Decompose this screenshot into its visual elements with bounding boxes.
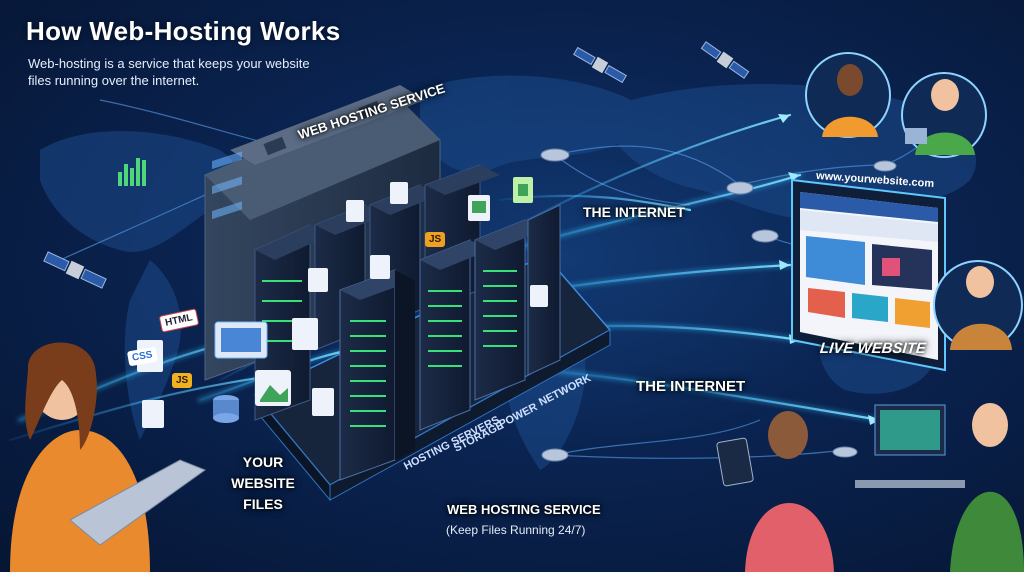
- network-lines: [59, 99, 951, 459]
- page-subtitle: Web-hosting is a service that keeps your…: [28, 56, 310, 88]
- mini-bar-graph: [118, 158, 146, 186]
- woman-with-tablet-avatar: [716, 411, 834, 572]
- older-man-with-phone-avatar: [933, 260, 1023, 350]
- web-hosting-service-label: WEB HOSTING SERVICE: [447, 502, 601, 517]
- file-icons: [137, 177, 548, 428]
- web-hosting-service-sublabel: (Keep Files Running 24/7): [446, 523, 586, 537]
- satellite-icons: [43, 41, 750, 289]
- internet-label-middle: THE INTERNET: [636, 378, 746, 395]
- internet-label-top: THE INTERNET: [583, 204, 685, 220]
- router-icons: [540, 148, 897, 462]
- js-file-icon: JS: [172, 373, 193, 388]
- server-leds: [262, 270, 517, 427]
- your-website-files-label: YOUR WEBSITE FILES: [231, 454, 295, 512]
- server-racks: [254, 164, 561, 481]
- js-file-icon-server: JS: [425, 232, 446, 247]
- man-with-tablet-avatar: [901, 72, 987, 158]
- woman-with-laptop-avatar: [10, 342, 207, 572]
- people: [10, 52, 1024, 572]
- server-rack: [339, 269, 415, 481]
- live-website-label: LIVE WEBSITE: [819, 340, 927, 357]
- page-title: How Web-Hosting Works: [26, 16, 341, 46]
- website-monitor: [791, 178, 946, 372]
- man-at-computer-avatar: [855, 403, 1024, 572]
- woman-with-phone-avatar: [805, 52, 891, 138]
